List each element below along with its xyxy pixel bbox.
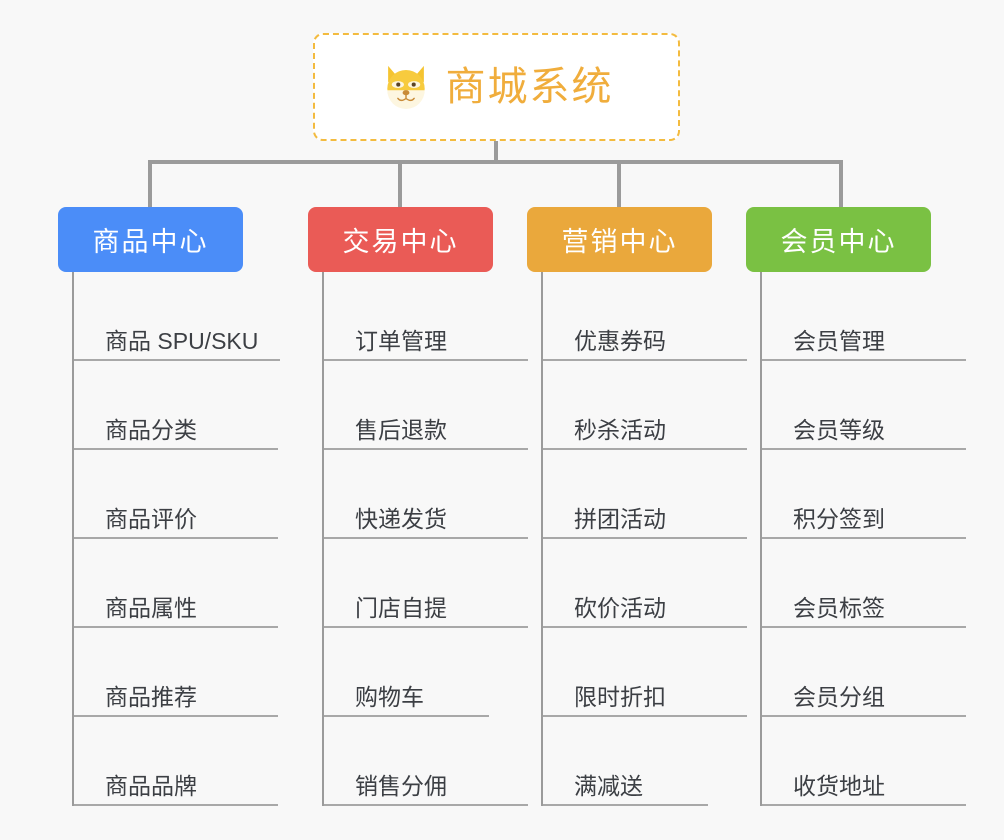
leaf-item-underline bbox=[762, 804, 966, 806]
branch-column-3: 营销中心 优惠券码秒杀活动拼团活动砍价活动限时折扣满减送 bbox=[527, 207, 747, 806]
leaf-item[interactable]: 会员分组 bbox=[762, 628, 966, 717]
branch-column-2: 交易中心 订单管理售后退款快递发货门店自提购物车销售分佣 bbox=[308, 207, 528, 806]
leaf-item-underline bbox=[74, 359, 280, 361]
leaf-item-underline bbox=[762, 359, 966, 361]
category-title-2: 交易中心 bbox=[342, 227, 459, 257]
leaf-item-underline bbox=[543, 359, 747, 361]
leaf-item[interactable]: 商品分类 bbox=[74, 361, 278, 450]
leaf-item-label: 拼团活动 bbox=[574, 505, 666, 532]
leaf-item-label: 商品属性 bbox=[105, 594, 197, 621]
leaf-item[interactable]: 限时折扣 bbox=[543, 628, 747, 717]
leaf-item-underline bbox=[543, 537, 747, 539]
leaf-item-underline bbox=[324, 715, 489, 717]
category-header-2[interactable]: 交易中心 bbox=[308, 207, 493, 272]
leaf-item-label: 商品品牌 bbox=[105, 772, 197, 799]
category-title-3: 营销中心 bbox=[561, 227, 678, 257]
leaf-item[interactable]: 会员标签 bbox=[762, 539, 966, 628]
leaf-item-label: 门店自提 bbox=[355, 594, 447, 621]
leaf-item[interactable]: 秒杀活动 bbox=[543, 361, 747, 450]
connector-horizontal-bus bbox=[148, 160, 843, 164]
leaf-item-underline bbox=[74, 715, 278, 717]
leaf-list-4: 会员管理会员等级积分签到会员标签会员分组收货地址 bbox=[760, 272, 966, 806]
leaf-item[interactable]: 销售分佣 bbox=[324, 717, 528, 806]
leaf-item[interactable]: 商品推荐 bbox=[74, 628, 278, 717]
leaf-item[interactable]: 商品 SPU/SKU bbox=[74, 272, 280, 361]
category-title-1: 商品中心 bbox=[92, 227, 209, 257]
leaf-item-label: 积分签到 bbox=[793, 505, 885, 532]
category-header-1[interactable]: 商品中心 bbox=[58, 207, 243, 272]
leaf-item-label: 售后退款 bbox=[355, 416, 447, 443]
leaf-item-label: 会员管理 bbox=[793, 327, 885, 354]
leaf-item-label: 商品 SPU/SKU bbox=[105, 327, 259, 354]
leaf-item-label: 收货地址 bbox=[793, 772, 885, 799]
leaf-item[interactable]: 商品属性 bbox=[74, 539, 278, 628]
leaf-item-label: 砍价活动 bbox=[574, 594, 666, 621]
leaf-item[interactable]: 收货地址 bbox=[762, 717, 966, 806]
leaf-item-label: 购物车 bbox=[355, 683, 424, 710]
connector-drop-1 bbox=[148, 160, 152, 207]
branch-column-1: 商品中心 商品 SPU/SKU 商品分类商品评价商品属性商品推荐商品品牌 bbox=[58, 207, 280, 806]
leaf-item-label: 订单管理 bbox=[355, 327, 447, 354]
leaf-item[interactable]: 会员管理 bbox=[762, 272, 966, 361]
connector-drop-4 bbox=[839, 160, 843, 207]
leaf-item[interactable]: 积分签到 bbox=[762, 450, 966, 539]
leaf-item-label: 商品分类 bbox=[105, 416, 197, 443]
leaf-item[interactable]: 门店自提 bbox=[324, 539, 528, 628]
leaf-item-underline bbox=[324, 537, 528, 539]
leaf-item-label: 销售分佣 bbox=[355, 772, 447, 799]
leaf-item[interactable]: 订单管理 bbox=[324, 272, 528, 361]
category-header-4[interactable]: 会员中心 bbox=[746, 207, 931, 272]
leaf-item[interactable]: 商品评价 bbox=[74, 450, 278, 539]
leaf-item[interactable]: 满减送 bbox=[543, 717, 708, 806]
leaf-item-label: 限时折扣 bbox=[574, 683, 666, 710]
leaf-item[interactable]: 售后退款 bbox=[324, 361, 528, 450]
leaf-item-underline bbox=[324, 626, 528, 628]
dog-face-icon bbox=[386, 65, 425, 109]
leaf-item-underline bbox=[324, 359, 528, 361]
leaf-item[interactable]: 拼团活动 bbox=[543, 450, 747, 539]
leaf-item-label: 优惠券码 bbox=[574, 327, 666, 354]
leaf-item-label: 会员标签 bbox=[793, 594, 885, 621]
leaf-item-underline bbox=[74, 448, 278, 450]
leaf-item-label: 会员等级 bbox=[793, 416, 885, 443]
leaf-item-underline bbox=[762, 715, 966, 717]
leaf-item-underline bbox=[543, 804, 708, 806]
leaf-item[interactable]: 砍价活动 bbox=[543, 539, 747, 628]
leaf-item-label: 商品推荐 bbox=[105, 683, 197, 710]
leaf-item[interactable]: 优惠券码 bbox=[543, 272, 747, 361]
connector-root-stem bbox=[494, 141, 498, 163]
leaf-list-1: 商品 SPU/SKU 商品分类商品评价商品属性商品推荐商品品牌 bbox=[72, 272, 280, 806]
leaf-item-underline bbox=[762, 537, 966, 539]
leaf-item-underline bbox=[74, 804, 278, 806]
branch-column-4: 会员中心 会员管理会员等级积分签到会员标签会员分组收货地址 bbox=[746, 207, 966, 806]
leaf-item-underline bbox=[543, 715, 747, 717]
leaf-list-2: 订单管理售后退款快递发货门店自提购物车销售分佣 bbox=[322, 272, 528, 806]
leaf-item[interactable]: 快递发货 bbox=[324, 450, 528, 539]
leaf-item-underline bbox=[324, 448, 528, 450]
category-title-4: 会员中心 bbox=[780, 227, 897, 257]
leaf-item[interactable]: 会员等级 bbox=[762, 361, 966, 450]
category-header-3[interactable]: 营销中心 bbox=[527, 207, 712, 272]
root-node[interactable]: 商城系统 bbox=[313, 33, 680, 141]
leaf-item[interactable]: 商品品牌 bbox=[74, 717, 278, 806]
leaf-item-label: 秒杀活动 bbox=[574, 416, 666, 443]
connector-drop-2 bbox=[398, 160, 402, 207]
leaf-item-underline bbox=[74, 537, 278, 539]
root-title: 商城系统 bbox=[445, 65, 614, 109]
leaf-item-label: 商品评价 bbox=[105, 505, 197, 532]
leaf-item-underline bbox=[324, 804, 528, 806]
leaf-list-3: 优惠券码秒杀活动拼团活动砍价活动限时折扣满减送 bbox=[541, 272, 747, 806]
leaf-item-underline bbox=[762, 448, 966, 450]
leaf-item-underline bbox=[74, 626, 278, 628]
leaf-item[interactable]: 购物车 bbox=[324, 628, 489, 717]
leaf-item-label: 快递发货 bbox=[355, 505, 447, 532]
connector-drop-3 bbox=[617, 160, 621, 207]
leaf-item-label: 会员分组 bbox=[793, 683, 885, 710]
leaf-item-underline bbox=[762, 626, 966, 628]
leaf-item-label: 满减送 bbox=[574, 772, 643, 799]
leaf-item-underline bbox=[543, 448, 747, 450]
leaf-item-underline bbox=[543, 626, 747, 628]
